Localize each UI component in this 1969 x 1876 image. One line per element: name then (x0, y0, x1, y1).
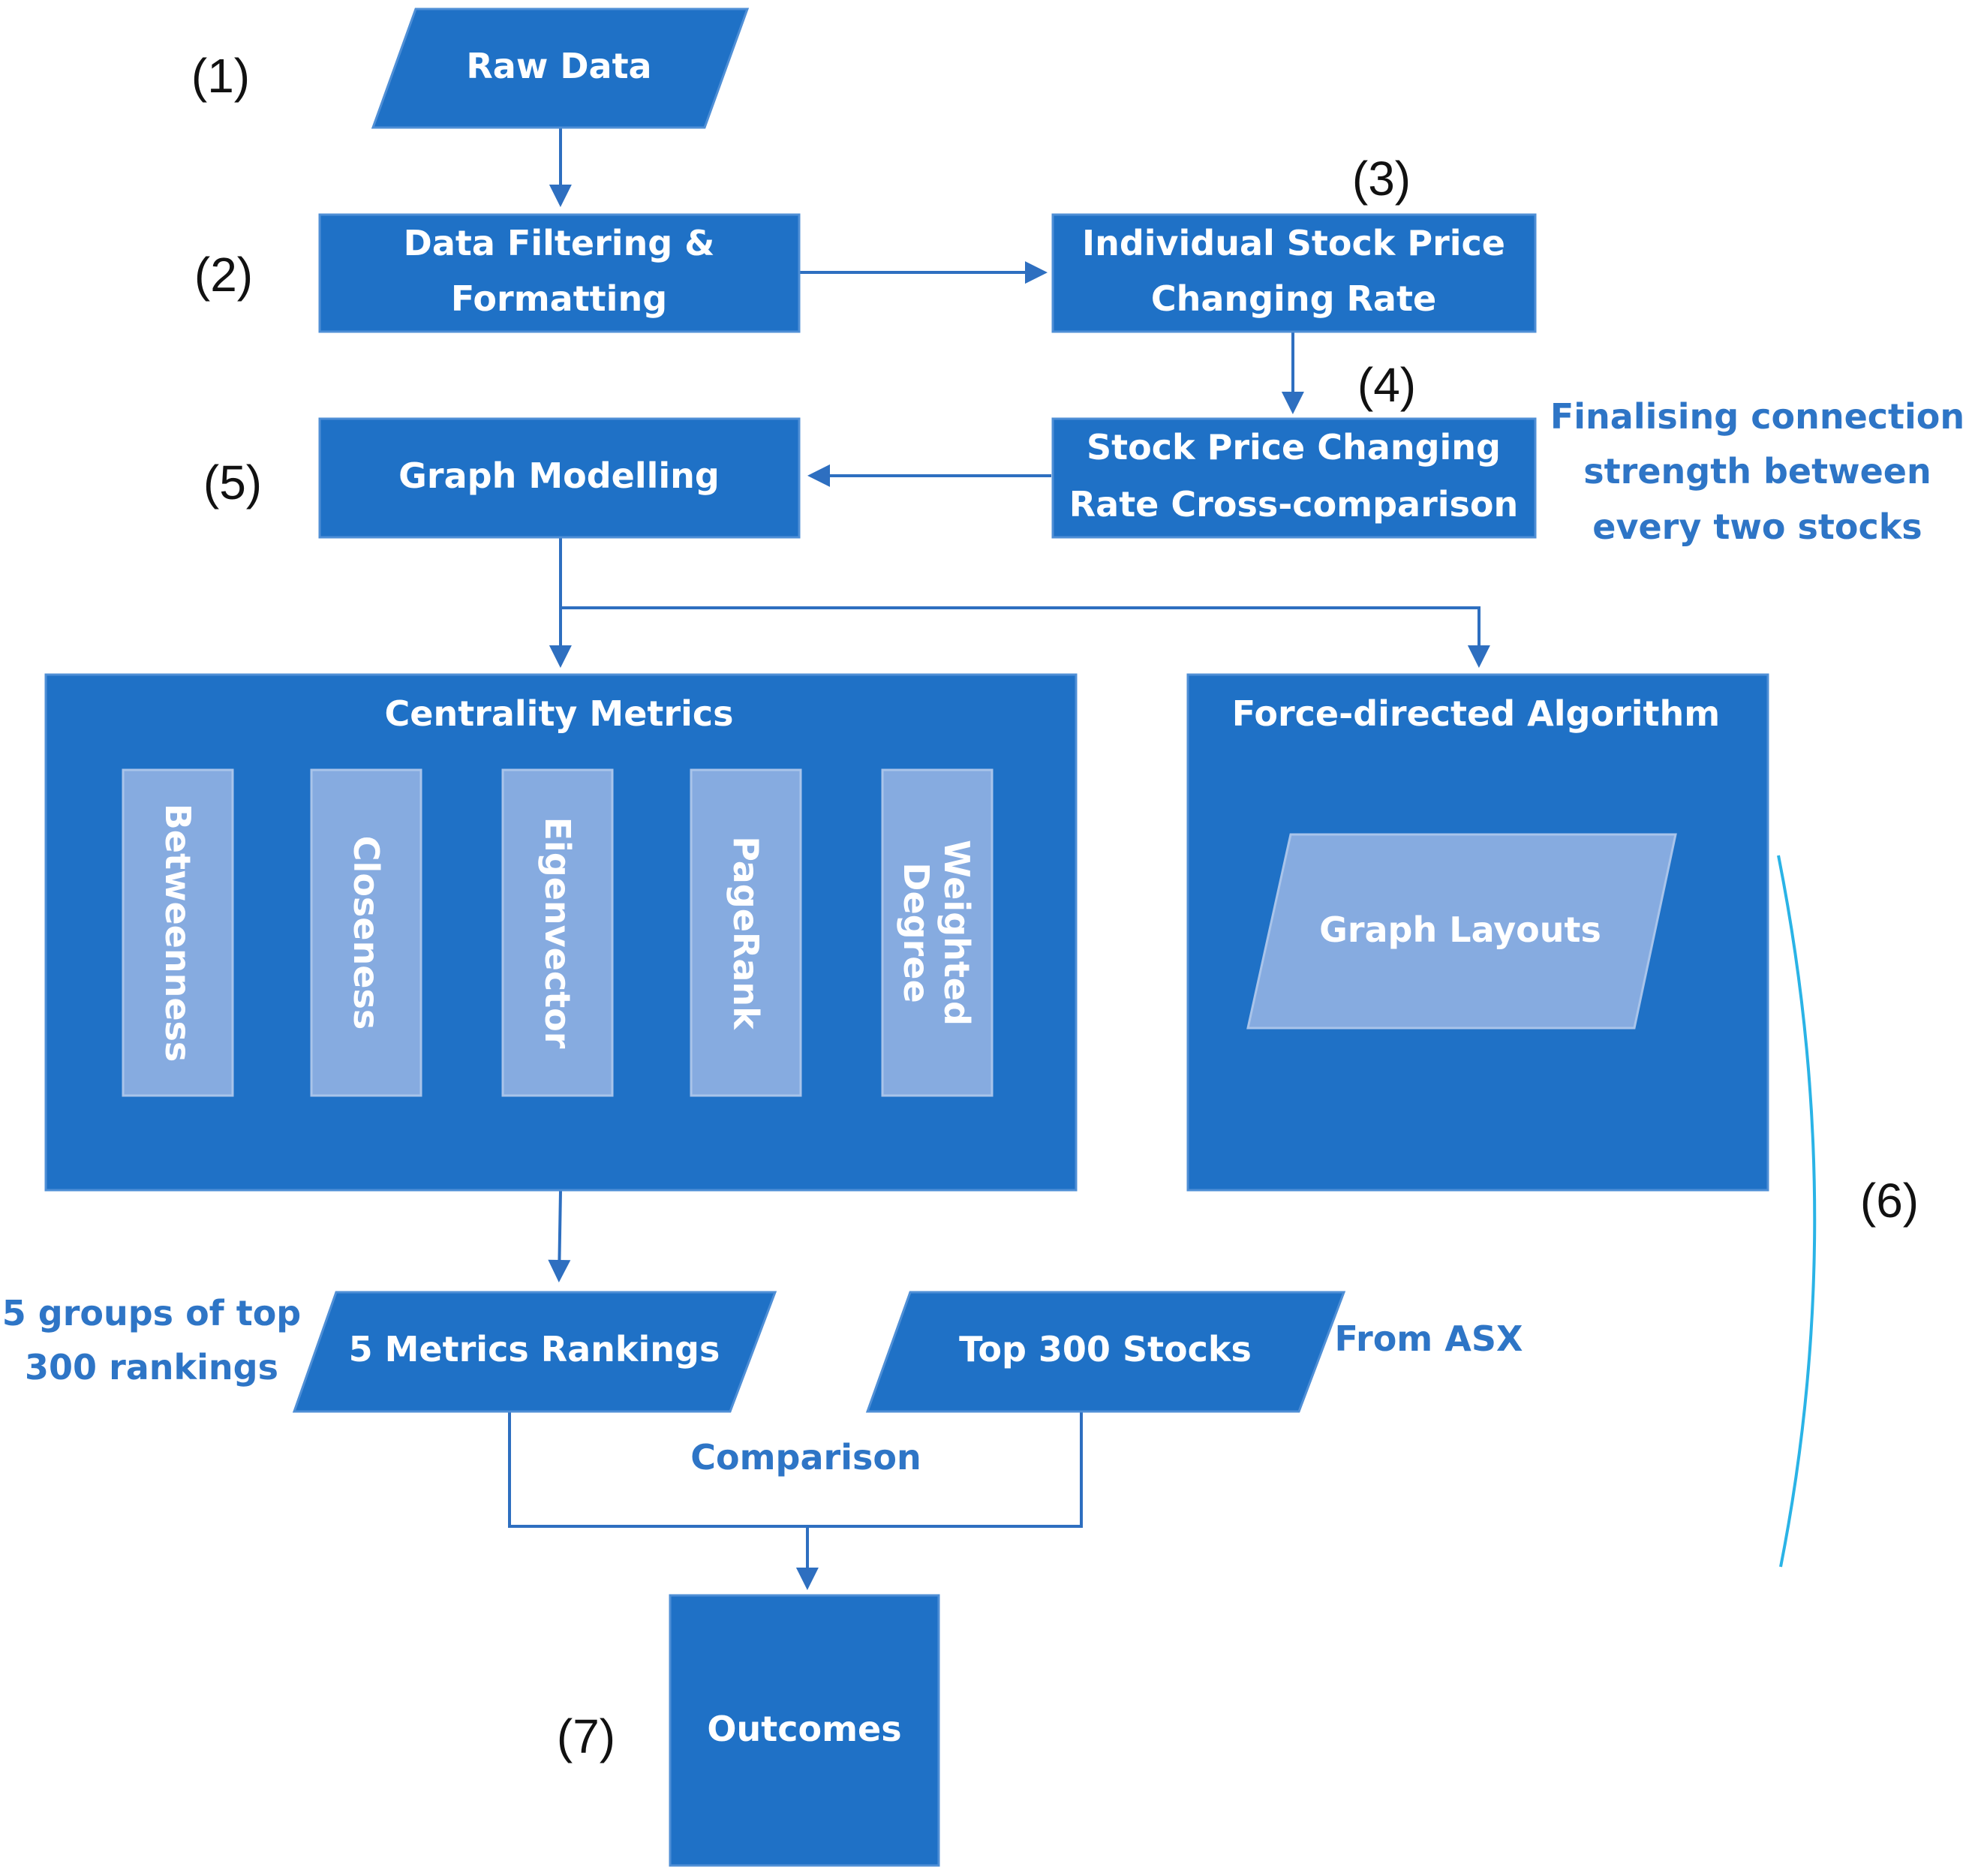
cross-comparison-label-line2: Rate Cross-comparison (1069, 484, 1519, 525)
top-300-label: Top 300 Stocks (959, 1329, 1252, 1369)
metric-weighted-degree-label-line2: Degree (896, 862, 936, 1003)
outcomes-node (669, 1594, 940, 1867)
raw-data-label: Raw Data (466, 46, 651, 86)
note-groups-line1: 5 groups of top (2, 1293, 301, 1333)
metrics-rankings-node (292, 1291, 777, 1413)
step-label-6: (6) (1860, 1174, 1919, 1228)
graph-layouts-node (1246, 833, 1677, 1030)
data-filtering-label-line2: Formatting (451, 278, 667, 319)
step-label-7: (7) (557, 1709, 615, 1763)
top-300-node (865, 1291, 1346, 1413)
step-label-5: (5) (203, 455, 262, 510)
centrality-metrics-title: Centrality Metrics (384, 693, 733, 734)
note-finalising-line1: Finalising connection (1550, 396, 1964, 437)
individual-rate-node (1051, 213, 1537, 333)
metric-weighted-degree (881, 768, 994, 1097)
metric-betweenness-label: Betweenness (158, 804, 198, 1063)
step-label-4: (4) (1357, 358, 1416, 412)
metric-pagerank-label: PageRank (726, 836, 766, 1030)
individual-rate-label-line1: Individual Stock Price (1082, 223, 1505, 263)
arrow-centrality-to-rankings (548, 1190, 571, 1282)
metric-weighted-degree-label-line1: Weighted (936, 840, 977, 1026)
note-finalising-line2: strength between (1583, 451, 1931, 492)
metric-betweenness (122, 768, 234, 1097)
metric-eigenvector-label: Eigenvector (537, 817, 578, 1049)
graph-modelling-label: Graph Modelling (398, 455, 720, 496)
metric-eigenvector (501, 768, 614, 1097)
data-filtering-node (318, 213, 801, 333)
metric-closeness-label: Closeness (346, 836, 386, 1030)
data-filtering-label-line1: Data Filtering & (404, 223, 715, 263)
cross-comparison-label-line1: Stock Price Changing (1087, 427, 1501, 467)
note-groups-line2: 300 rankings (25, 1347, 278, 1387)
graph-layouts-label: Graph Layouts (1319, 909, 1601, 950)
bracket-step-6 (1777, 855, 1817, 1568)
metrics-rankings-label: 5 Metrics Rankings (349, 1329, 720, 1369)
individual-rate-label-line2: Changing Rate (1151, 278, 1436, 319)
note-finalising-line3: every two stocks (1592, 507, 1922, 547)
note-comparison: Comparison (690, 1437, 921, 1478)
graph-modelling-node (318, 417, 801, 539)
step-label-3: (3) (1352, 152, 1411, 206)
force-directed-title: Force-directed Algorithm (1232, 693, 1720, 734)
connector-comparison (508, 1412, 1083, 1528)
note-from-asx: From ASX (1335, 1318, 1523, 1359)
outcomes-label: Outcomes (707, 1709, 901, 1749)
raw-data-node (371, 8, 750, 129)
step-label-2: (2) (194, 248, 253, 302)
connectors (508, 128, 1490, 1590)
metric-closeness (310, 768, 422, 1097)
step-label-1: (1) (191, 49, 250, 103)
cross-comparison-node (1051, 417, 1537, 539)
metric-pagerank (690, 768, 802, 1097)
arrow-graph-to-force (561, 606, 1490, 668)
